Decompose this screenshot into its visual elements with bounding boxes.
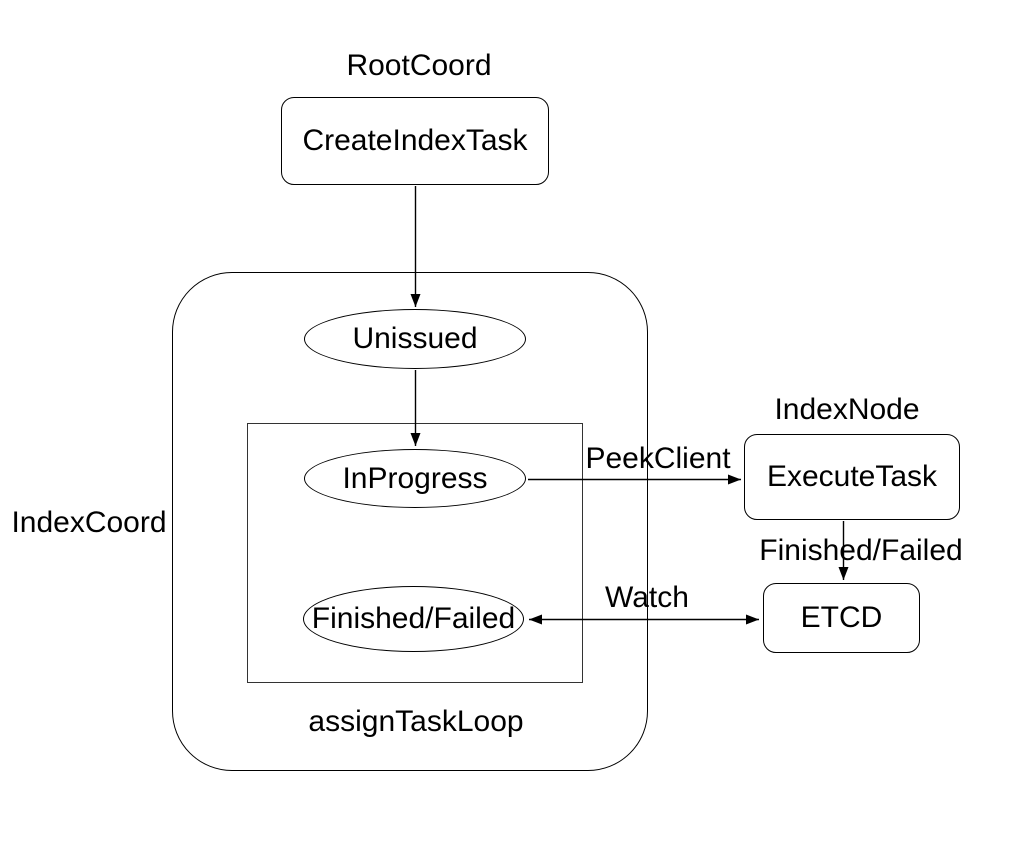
assign-task-loop-label: assignTaskLoop bbox=[308, 704, 524, 738]
node-create-index-task: CreateIndexTask bbox=[281, 97, 549, 185]
state-in-progress-label: InProgress bbox=[342, 461, 488, 495]
node-execute-task-label: ExecuteTask bbox=[766, 460, 938, 493]
index-coord-group-label: IndexCoord bbox=[11, 505, 167, 539]
node-create-index-task-label: CreateIndexTask bbox=[302, 124, 528, 157]
edge-label-peek-client: PeekClient bbox=[585, 441, 731, 475]
node-execute-task: ExecuteTask bbox=[744, 434, 960, 520]
state-in-progress: InProgress bbox=[304, 449, 526, 508]
index-coord-container bbox=[172, 272, 648, 771]
state-finished-failed: Finished/Failed bbox=[303, 586, 524, 652]
state-finished-failed-label: Finished/Failed bbox=[311, 602, 516, 635]
edge-label-finished-failed: Finished/Failed bbox=[759, 533, 963, 567]
index-node-group-label: IndexNode bbox=[774, 392, 920, 426]
state-unissued: Unissued bbox=[304, 309, 526, 369]
edge-label-watch: Watch bbox=[605, 580, 689, 614]
node-etcd-label: ETCD bbox=[800, 601, 883, 634]
root-coord-group-label: RootCoord bbox=[346, 48, 492, 82]
state-unissued-label: Unissued bbox=[352, 322, 478, 355]
node-etcd: ETCD bbox=[763, 583, 920, 653]
